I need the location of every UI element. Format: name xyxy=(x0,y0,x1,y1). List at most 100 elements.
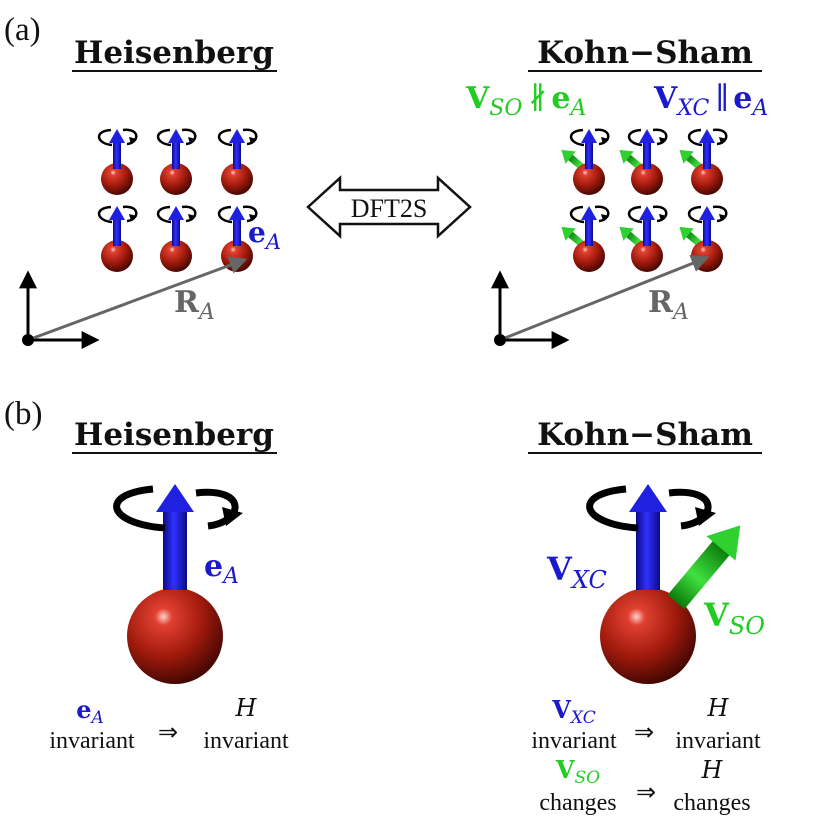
vso-small-head-icon xyxy=(561,149,576,164)
spin-small-head-icon xyxy=(168,206,184,220)
origin-dot xyxy=(22,334,34,346)
precession-small-front xyxy=(242,128,258,146)
spin-site xyxy=(679,128,728,195)
implication-h: H xyxy=(707,694,730,722)
precession-arrow-front xyxy=(195,488,239,530)
implication-left: invariant xyxy=(49,728,135,754)
implication-left: changes xyxy=(539,790,616,816)
title-kohn-sham-a: Kohn−Sham xyxy=(528,35,762,72)
vso-small-head-icon xyxy=(561,226,576,241)
spin-arrow-head-icon xyxy=(156,484,194,512)
precession-small-back xyxy=(217,128,233,147)
spin-site xyxy=(97,205,138,272)
implication-h: H xyxy=(701,756,724,784)
relation-text: VSO∦eA xyxy=(465,81,586,121)
implication-arrow-icon: ⇒ xyxy=(634,720,654,746)
spin-small-head-icon xyxy=(639,206,655,220)
spin-site xyxy=(217,128,258,195)
precession-small-front xyxy=(122,205,138,223)
spin-small-head-icon xyxy=(699,206,715,220)
spin-small-head-icon xyxy=(109,129,125,143)
precession-small-head-icon xyxy=(188,137,196,144)
precession-small-front xyxy=(652,205,668,223)
atom-sphere-icon xyxy=(127,588,223,684)
precession-small-back xyxy=(569,205,585,224)
spin-arrow-shaft xyxy=(163,510,187,590)
precession-small-head-icon xyxy=(188,214,196,221)
heisenberg-implication: eA invariant ⇒ H invariant xyxy=(49,694,289,754)
vso-label-b: VSO xyxy=(703,596,765,640)
kohn-sham-implication-so: VSO changes ⇒ H changes xyxy=(539,755,750,816)
title-text: Heisenberg xyxy=(74,417,274,453)
atom-sphere-icon xyxy=(573,240,605,272)
implication-top: eA xyxy=(76,695,104,728)
precession-arrowhead-icon xyxy=(695,507,716,526)
title-text: Kohn−Sham xyxy=(537,35,753,71)
origin-dot xyxy=(494,334,506,346)
precession-small-head-icon xyxy=(249,137,257,144)
implication-right: changes xyxy=(673,790,750,816)
spin-small-head-icon xyxy=(229,129,245,143)
vxc-label-b: VXC xyxy=(546,550,607,594)
spin-site xyxy=(561,128,610,195)
title-text: Kohn−Sham xyxy=(537,417,753,453)
title-heisenberg-b: Heisenberg xyxy=(72,417,277,454)
precession-small-front xyxy=(652,128,668,146)
spin-site xyxy=(679,205,728,272)
precession-small-back xyxy=(569,128,585,147)
precession-small-head-icon xyxy=(249,214,257,221)
implication-arrow-icon: ⇒ xyxy=(158,720,178,746)
precession-small-back xyxy=(156,128,172,147)
atom-sphere-icon xyxy=(600,588,696,684)
precession-small-back xyxy=(627,205,643,224)
atom-sphere-icon xyxy=(631,163,663,195)
spin-small-head-icon xyxy=(109,206,125,220)
spin-small-shaft xyxy=(113,218,121,246)
precession-small-front xyxy=(712,128,728,146)
coordinate-axes-right xyxy=(491,254,710,349)
vso-arrow-head-icon xyxy=(706,525,741,561)
implication-arrow-icon: ⇒ xyxy=(636,780,656,806)
ra-label-left: RA xyxy=(174,285,215,325)
vso-small-head-icon xyxy=(679,226,694,241)
ra-label-right: RA xyxy=(648,285,689,325)
spin-small-shaft xyxy=(233,218,241,246)
atom-sphere-icon xyxy=(101,163,133,195)
precession-small-back xyxy=(156,205,172,224)
spin-small-shaft xyxy=(643,141,651,169)
spin-small-shaft xyxy=(585,218,593,246)
precession-small-front xyxy=(242,205,258,223)
atom-sphere-icon xyxy=(691,163,723,195)
relation-text-xc: VXC∥eA xyxy=(653,81,768,121)
precession-small-back xyxy=(687,205,703,224)
implication-top: VXC xyxy=(551,695,595,728)
position-vector-arrow xyxy=(499,254,710,342)
spin-small-shaft xyxy=(113,141,121,169)
vso-small-head-icon xyxy=(619,226,634,241)
atom-sphere-icon xyxy=(160,163,192,195)
ea-label-a: eA xyxy=(248,216,281,254)
precession-arrow-back xyxy=(586,485,639,532)
double-arrow-icon xyxy=(306,175,472,239)
dft2s-double-arrow: DFT2S xyxy=(306,175,472,239)
implication-h: H xyxy=(235,694,258,722)
implication-right: invariant xyxy=(675,728,761,754)
spin-site xyxy=(619,205,668,272)
spin-site xyxy=(156,128,197,195)
spin-small-shaft xyxy=(172,141,180,169)
kohn-sham-spin-lattice xyxy=(561,128,728,272)
spin-small-shaft xyxy=(643,218,651,246)
precession-small-front xyxy=(181,205,197,223)
spin-site xyxy=(97,128,138,195)
precession-small-front xyxy=(122,128,138,146)
panel-b-label: (b) xyxy=(4,396,42,432)
spin-small-shaft xyxy=(585,141,593,169)
spin-small-head-icon xyxy=(699,129,715,143)
vso-arrow xyxy=(667,525,741,610)
atom-sphere-icon xyxy=(573,163,605,195)
heisenberg-large-site xyxy=(113,484,243,684)
atom-sphere-icon xyxy=(101,240,133,272)
precession-small-head-icon xyxy=(659,214,667,221)
spin-small-shaft xyxy=(172,218,180,246)
